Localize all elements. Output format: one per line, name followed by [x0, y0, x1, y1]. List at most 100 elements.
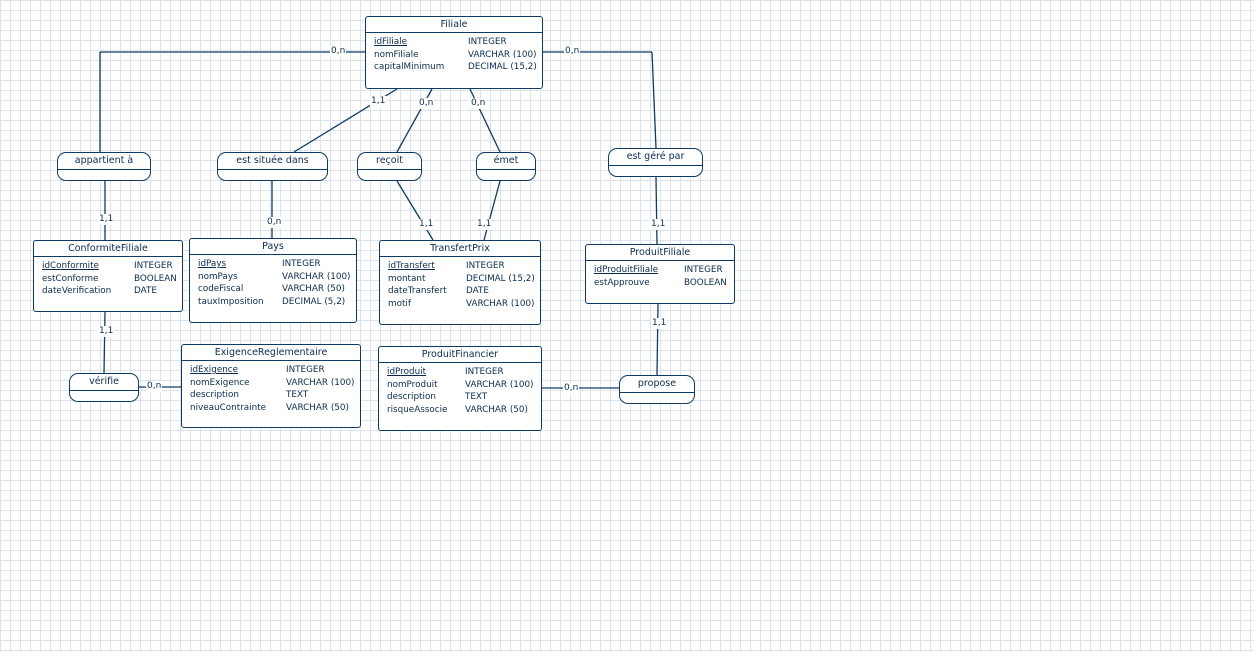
- association-recoit[interactable]: reçoit: [357, 152, 422, 181]
- field-type: DECIMAL (15,2): [468, 62, 537, 73]
- field-type: VARCHAR (100): [282, 271, 351, 282]
- field-name: motif: [388, 298, 411, 309]
- field-name: codeFiscal: [198, 284, 244, 295]
- association-situee[interactable]: est située dans: [217, 152, 328, 181]
- association-label: émet: [493, 155, 519, 166]
- field-row: description TEXT: [190, 389, 360, 402]
- association-appartient[interactable]: appartient à: [57, 152, 151, 181]
- field-type: VARCHAR (100): [465, 379, 534, 390]
- field-type: INTEGER: [465, 367, 504, 377]
- association-propose[interactable]: propose: [619, 375, 695, 404]
- cardinality-label: 0,n: [330, 46, 347, 57]
- field-name: dateTransfert: [388, 286, 447, 297]
- association-link-segment: [651, 51, 657, 149]
- field-type: VARCHAR (50): [465, 404, 528, 415]
- cardinality-label: 1,1: [651, 318, 668, 329]
- field-row: idProduitFiliale INTEGER: [594, 264, 734, 277]
- field-row: idTransfert INTEGER: [388, 260, 540, 273]
- field-type: BOOLEAN: [684, 277, 727, 288]
- field-type: DECIMAL (15,2): [466, 273, 535, 284]
- field-name: montant: [388, 273, 426, 284]
- cardinality-label: 1,1: [476, 219, 493, 230]
- association-divider: [70, 390, 138, 391]
- field-type: BOOLEAN: [134, 273, 177, 284]
- primary-key-name: idProduitFiliale: [594, 265, 659, 275]
- association-emet[interactable]: émet: [476, 152, 536, 181]
- field-type: VARCHAR (50): [286, 402, 349, 413]
- field-row: description TEXT: [387, 391, 541, 404]
- field-name: nomPays: [198, 271, 238, 282]
- field-row: nomPays VARCHAR (100): [198, 271, 356, 284]
- association-label: propose: [637, 378, 677, 389]
- field-name: description: [190, 390, 239, 401]
- primary-key-name: idFiliale: [374, 37, 408, 47]
- field-type: VARCHAR (100): [466, 298, 535, 309]
- field-name: estApprouve: [594, 277, 650, 288]
- field-type: VARCHAR (100): [286, 377, 355, 388]
- association-label: reçoit: [376, 155, 403, 166]
- field-row: idFiliale INTEGER: [374, 36, 542, 49]
- association-label: vérifie: [89, 376, 119, 387]
- field-type: INTEGER: [286, 365, 325, 375]
- association-link-segment: [483, 180, 501, 241]
- entity-transfert[interactable]: TransfertPrix idTransfert INTEGER montant DE…: [379, 240, 541, 325]
- field-type: INTEGER: [684, 265, 723, 275]
- association-gere[interactable]: est géré par: [608, 148, 703, 177]
- field-type: TEXT: [465, 392, 488, 403]
- primary-key-name: idTransfert: [388, 261, 435, 271]
- association-divider: [58, 169, 150, 170]
- association-label: est géré par: [626, 151, 685, 162]
- cardinality-label: 1,1: [98, 214, 115, 225]
- entity-title: ExigenceReglementaire: [182, 345, 360, 361]
- field-type: DATE: [466, 286, 489, 297]
- entity-title: Filiale: [366, 17, 542, 33]
- field-type: INTEGER: [468, 37, 507, 47]
- cardinality-label: 1,1: [370, 96, 387, 107]
- field-name: description: [387, 392, 436, 403]
- association-label: appartient à: [74, 155, 134, 166]
- field-name: niveauContrainte: [190, 402, 267, 413]
- field-type: INTEGER: [466, 261, 505, 271]
- field-name: dateVerification: [42, 286, 112, 297]
- cardinality-label: 0,n: [266, 217, 283, 228]
- entity-title: TransfertPrix: [380, 241, 540, 257]
- association-link-segment: [396, 180, 434, 241]
- field-type: INTEGER: [282, 259, 321, 269]
- cardinality-label: 1,1: [418, 219, 435, 230]
- cardinality-label: 0,n: [146, 381, 163, 392]
- field-row: dateTransfert DATE: [388, 285, 540, 298]
- field-type: TEXT: [286, 390, 309, 401]
- association-verifie[interactable]: vérifie: [69, 373, 139, 402]
- cardinality-label: 0,n: [563, 383, 580, 394]
- field-type: INTEGER: [134, 261, 173, 271]
- field-type: DECIMAL (5,2): [282, 296, 346, 307]
- field-row: niveauContrainte VARCHAR (50): [190, 402, 360, 415]
- entity-title: ProduitFiliale: [586, 245, 734, 261]
- association-link-segment: [103, 311, 106, 374]
- association-divider: [609, 165, 702, 166]
- entity-title: ProduitFinancier: [379, 347, 541, 363]
- field-row: montant DECIMAL (15,2): [388, 273, 540, 286]
- entity-produitfiliale[interactable]: ProduitFiliale idProduitFiliale INTEGER est…: [585, 244, 735, 304]
- field-name: capitalMinimum: [374, 62, 445, 73]
- field-name: nomProduit: [387, 379, 438, 390]
- entity-fields: idProduitFiliale INTEGER estApprouve BOOLEA…: [586, 261, 734, 289]
- primary-key-name: idConformite: [42, 261, 99, 271]
- association-link-segment: [656, 303, 659, 376]
- field-name: nomFiliale: [374, 49, 419, 60]
- association-link-segment: [655, 176, 658, 245]
